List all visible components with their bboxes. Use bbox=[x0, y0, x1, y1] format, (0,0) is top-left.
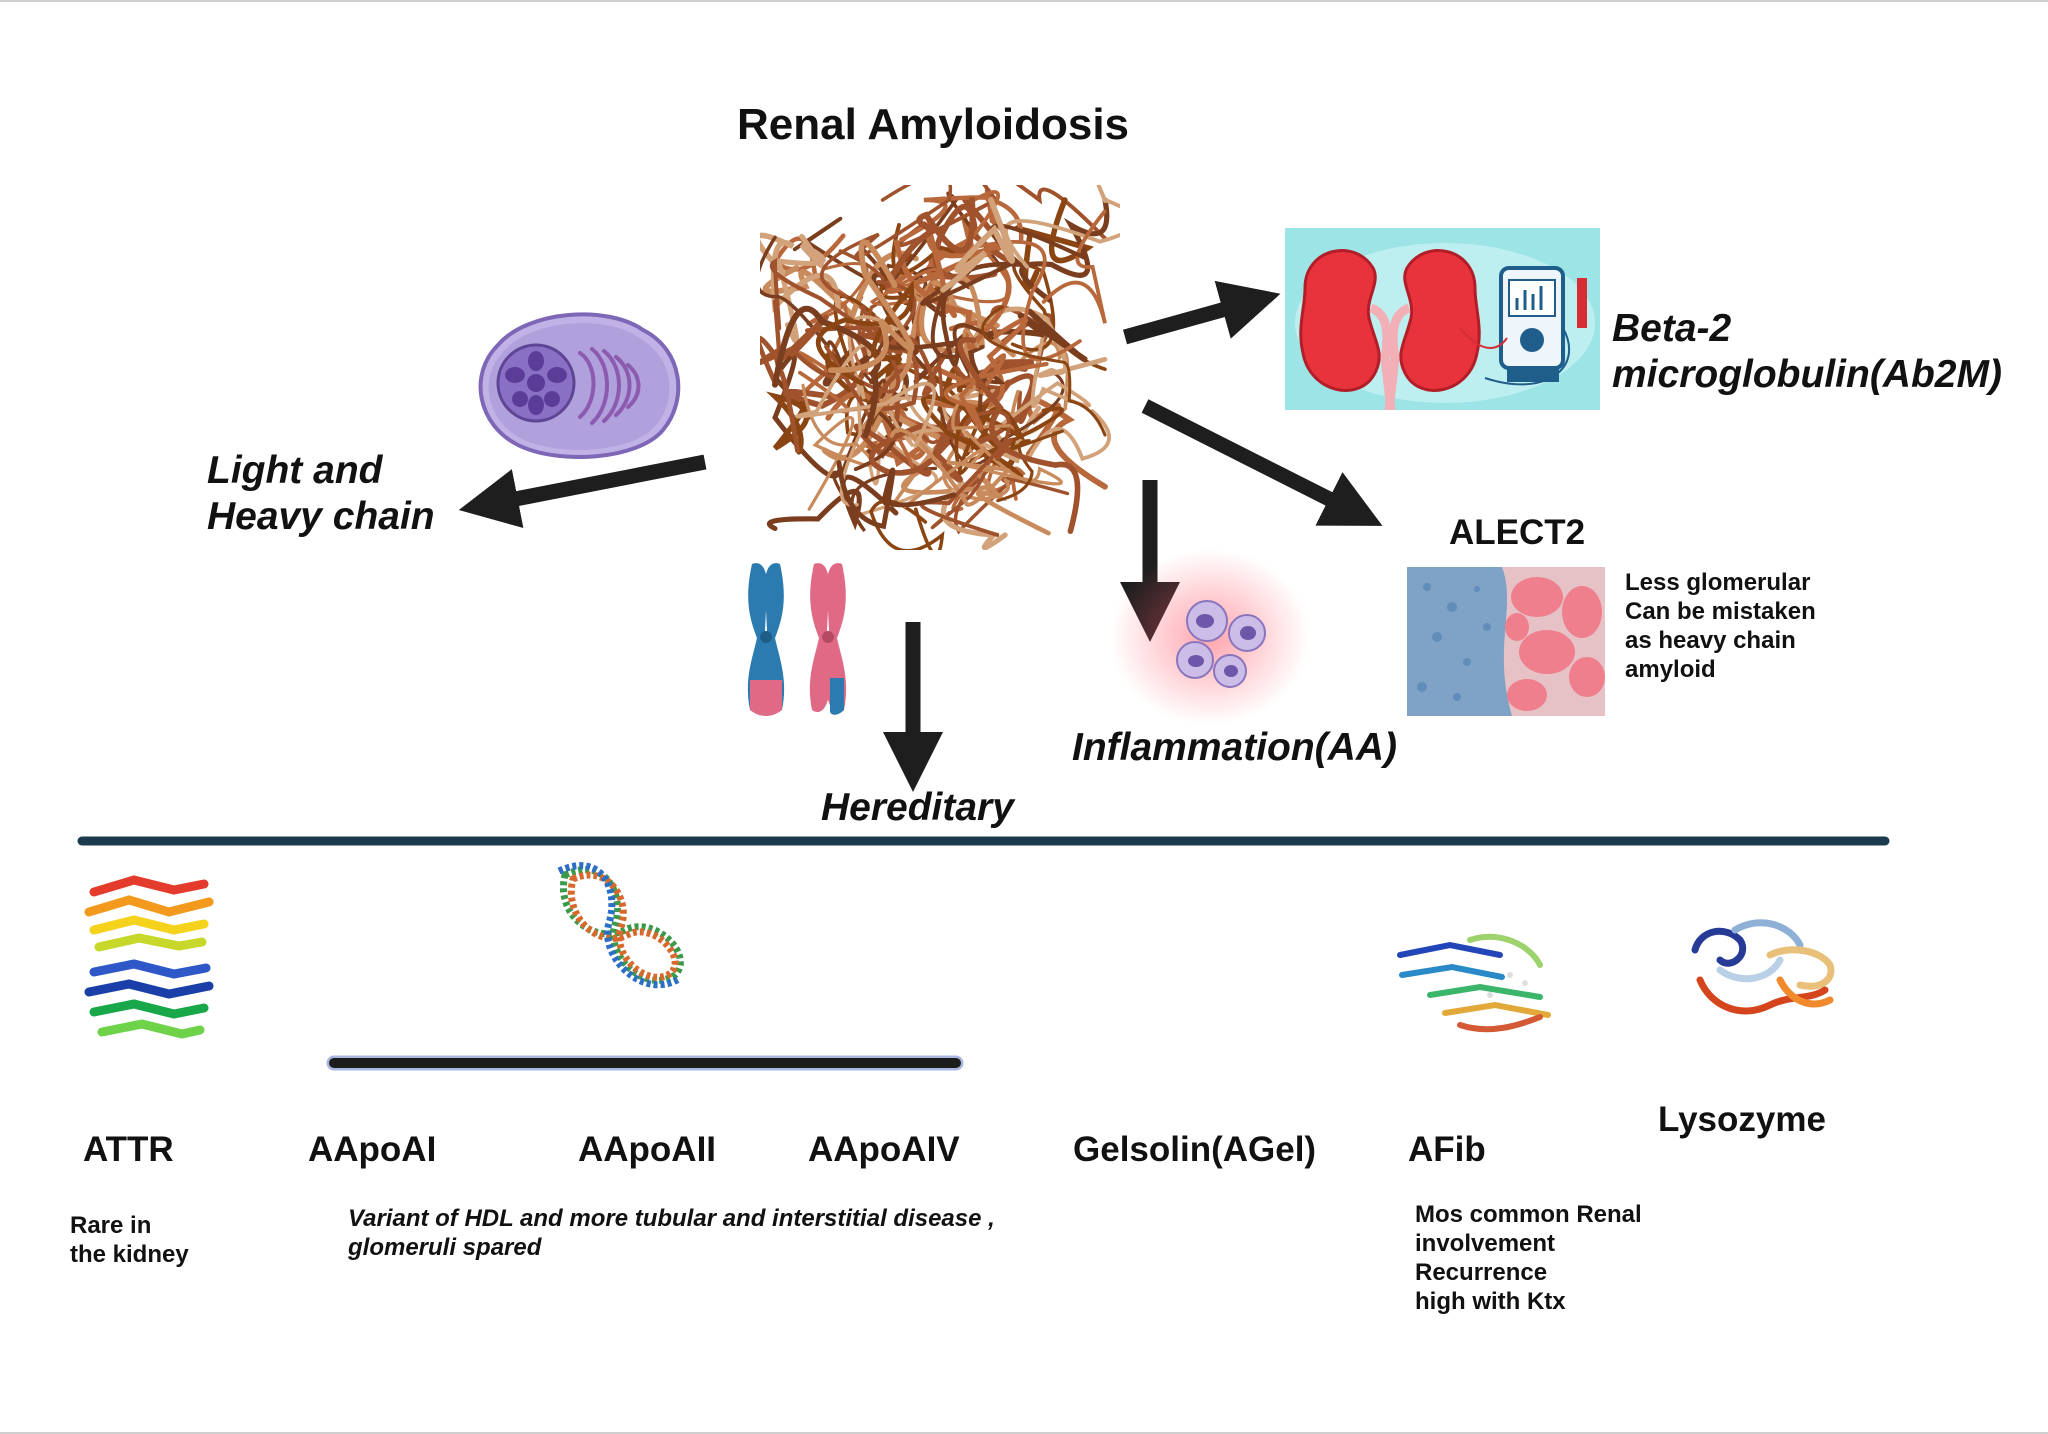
diagram-title: Renal Amyloidosis bbox=[737, 100, 1130, 149]
fibril-strand bbox=[981, 305, 1107, 437]
fibril-strand bbox=[907, 336, 986, 397]
apo-note: Variant of HDL and more tubular and inte… bbox=[348, 1204, 995, 1262]
fibril-strand bbox=[792, 216, 916, 320]
apo-note-line-2: glomeruli spared bbox=[348, 1234, 542, 1261]
beta2-line-1: Beta-2 bbox=[1612, 307, 1732, 350]
fibril-strand bbox=[760, 314, 829, 454]
fibril-strand bbox=[822, 348, 909, 456]
alect2-note-line-2: Can be mistaken bbox=[1625, 598, 1816, 625]
beta2-microglobulin-label: Beta-2 microglobulin(Ab2M) bbox=[1612, 306, 2002, 398]
fibril-strand bbox=[943, 353, 1049, 431]
afib-protein-structure bbox=[1397, 933, 1551, 1033]
light-heavy-line-1: Light and bbox=[207, 449, 383, 492]
fibril-strand bbox=[889, 427, 1011, 507]
aapoaiv-label: AApoAIV bbox=[808, 1130, 960, 1169]
fibril-strand bbox=[902, 275, 1000, 353]
arrow-to-alect2 bbox=[1141, 399, 1383, 526]
fibril-strand bbox=[760, 232, 841, 313]
plasma-cell-illustration bbox=[478, 312, 681, 459]
bottom-border bbox=[0, 1432, 2048, 1434]
lysozyme-label: Lysozyme bbox=[1658, 1100, 1826, 1139]
attr-note-line-1: Rare in bbox=[70, 1212, 152, 1239]
alect2-note-line-4: amyloid bbox=[1625, 656, 1716, 683]
fibril-strand bbox=[801, 383, 875, 511]
fibril-strand bbox=[775, 233, 826, 344]
light-heavy-line-2: Heavy chain bbox=[207, 495, 435, 538]
fibril-strand bbox=[772, 305, 882, 439]
hereditary-label: Hereditary bbox=[821, 786, 1014, 829]
fibril-strand bbox=[1019, 197, 1110, 303]
aapoaii-label: AApoAII bbox=[578, 1130, 717, 1169]
chromosome-illustration bbox=[747, 563, 847, 716]
fibril-strand bbox=[897, 185, 1107, 248]
fibril-strand bbox=[954, 402, 1065, 476]
fibril-strand bbox=[903, 430, 1063, 509]
attr-label: ATTR bbox=[83, 1130, 174, 1169]
beta2-line-2: microglobulin(Ab2M) bbox=[1612, 353, 2002, 396]
fibril-strand bbox=[831, 378, 938, 532]
apoa-protein-structure bbox=[557, 862, 684, 989]
light-heavy-chain-label: Light and Heavy chain bbox=[207, 448, 435, 540]
afib-note: Mos common Renal involvement Recurrence … bbox=[1415, 1200, 1642, 1316]
fibril-strand bbox=[760, 235, 851, 386]
inflammation-label: Inflammation(AA) bbox=[1072, 726, 1397, 769]
fibril-strand bbox=[899, 195, 1024, 242]
fibril-strand bbox=[824, 279, 917, 419]
apo-note-line-1: Variant of HDL and more tubular and inte… bbox=[348, 1205, 995, 1232]
attr-note: Rare in the kidney bbox=[70, 1211, 189, 1269]
fibril-strand bbox=[957, 336, 1081, 534]
alect2-label: ALECT2 bbox=[1449, 513, 1586, 552]
afib-note-line-2: involvement bbox=[1415, 1230, 1556, 1257]
fibril-strand bbox=[836, 460, 957, 530]
aapoai-label: AApoAI bbox=[308, 1130, 437, 1169]
fibril-strand bbox=[929, 379, 1012, 483]
afib-note-line-1: Mos common Renal bbox=[1415, 1201, 1642, 1228]
inflammation-cells-illustration bbox=[1110, 549, 1310, 725]
fibril-strand bbox=[824, 351, 902, 403]
afib-note-line-3: Recurrence bbox=[1415, 1259, 1548, 1286]
gelsolin-label: Gelsolin(AGel) bbox=[1073, 1130, 1317, 1169]
attr-protein-structure bbox=[84, 875, 214, 1039]
amyloid-fibril-illustration bbox=[760, 185, 1120, 550]
histology-image bbox=[1407, 567, 1605, 716]
afib-label: AFib bbox=[1408, 1130, 1486, 1169]
arrow-to-light-heavy bbox=[458, 454, 707, 528]
lysozyme-protein-structure bbox=[1691, 919, 1835, 1015]
arrow-to-beta2 bbox=[1122, 280, 1281, 345]
fibril-strand bbox=[766, 474, 899, 532]
kidney-dialysis-illustration bbox=[1285, 228, 1600, 410]
alect2-note-line-1: Less glomerular bbox=[1625, 569, 1811, 596]
fibril-strand bbox=[795, 343, 936, 448]
fibril-strand bbox=[827, 239, 915, 374]
fibril-strand bbox=[893, 239, 1012, 350]
top-border bbox=[0, 0, 2048, 2]
fibril-strand bbox=[972, 306, 1108, 378]
attr-note-line-2: the kidney bbox=[70, 1241, 189, 1268]
fibril-strand bbox=[940, 197, 1016, 293]
alect2-note-line-3: as heavy chain bbox=[1625, 627, 1796, 654]
fibril-strand bbox=[820, 185, 953, 299]
afib-note-line-4: high with Ktx bbox=[1415, 1288, 1566, 1315]
fibril-strand bbox=[884, 197, 976, 289]
alect2-note: Less glomerular Can be mistaken as heavy… bbox=[1625, 568, 1816, 684]
